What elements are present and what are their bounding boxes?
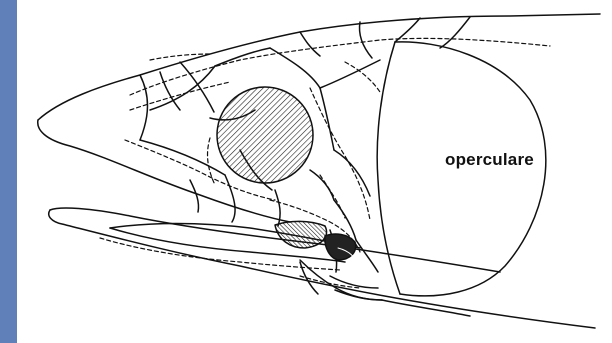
figure-panel: operculare — [17, 0, 612, 343]
symplectic-dark — [325, 234, 356, 260]
quadrate-shaded — [275, 221, 326, 248]
fish-skull-diagram — [17, 0, 612, 343]
orbit — [217, 87, 313, 183]
lower-jaw — [50, 208, 500, 272]
head-outline — [38, 14, 600, 120]
operculare-label: operculare — [445, 150, 534, 170]
opercular-border — [377, 42, 400, 294]
